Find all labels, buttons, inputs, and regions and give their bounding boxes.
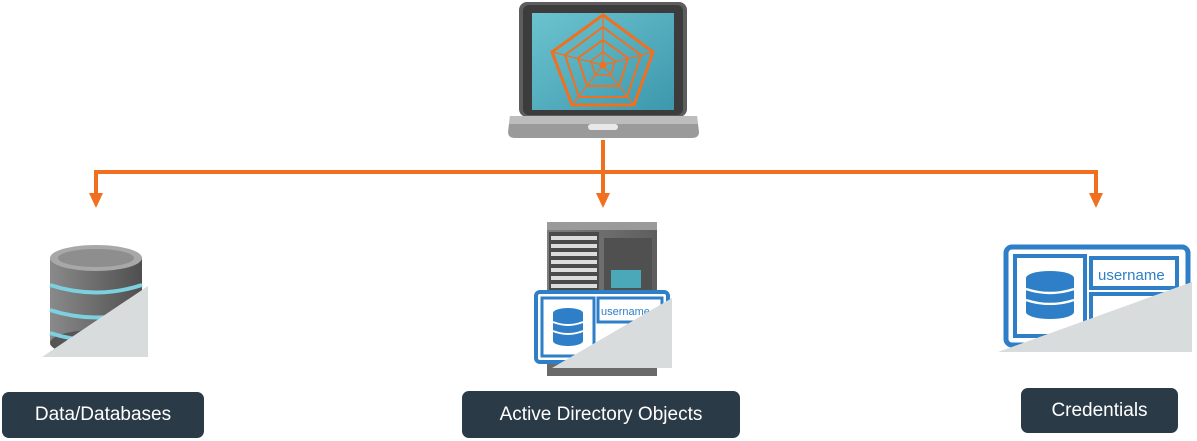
label-credentials: Credentials xyxy=(1021,388,1178,433)
arrow-down-icon xyxy=(596,193,610,208)
arrow-down-icon xyxy=(1089,193,1103,208)
web-logo-icon xyxy=(550,13,655,107)
card-database-icon xyxy=(552,308,584,346)
credential-card-icon: username xyxy=(534,290,672,368)
label-active-directory-objects: Active Directory Objects xyxy=(462,391,740,438)
card-username-text: username xyxy=(601,306,650,318)
label-data-databases: Data/Databases xyxy=(2,392,204,438)
arrow-heads xyxy=(89,193,1103,208)
connector-lines xyxy=(94,140,1098,195)
credentials-username-text: username xyxy=(1098,267,1165,284)
laptop-icon xyxy=(508,2,699,138)
database-icon xyxy=(42,245,148,357)
credentials-card-icon: username xyxy=(998,244,1192,352)
credentials-database-icon xyxy=(1025,271,1075,319)
arrow-down-icon xyxy=(89,193,103,208)
